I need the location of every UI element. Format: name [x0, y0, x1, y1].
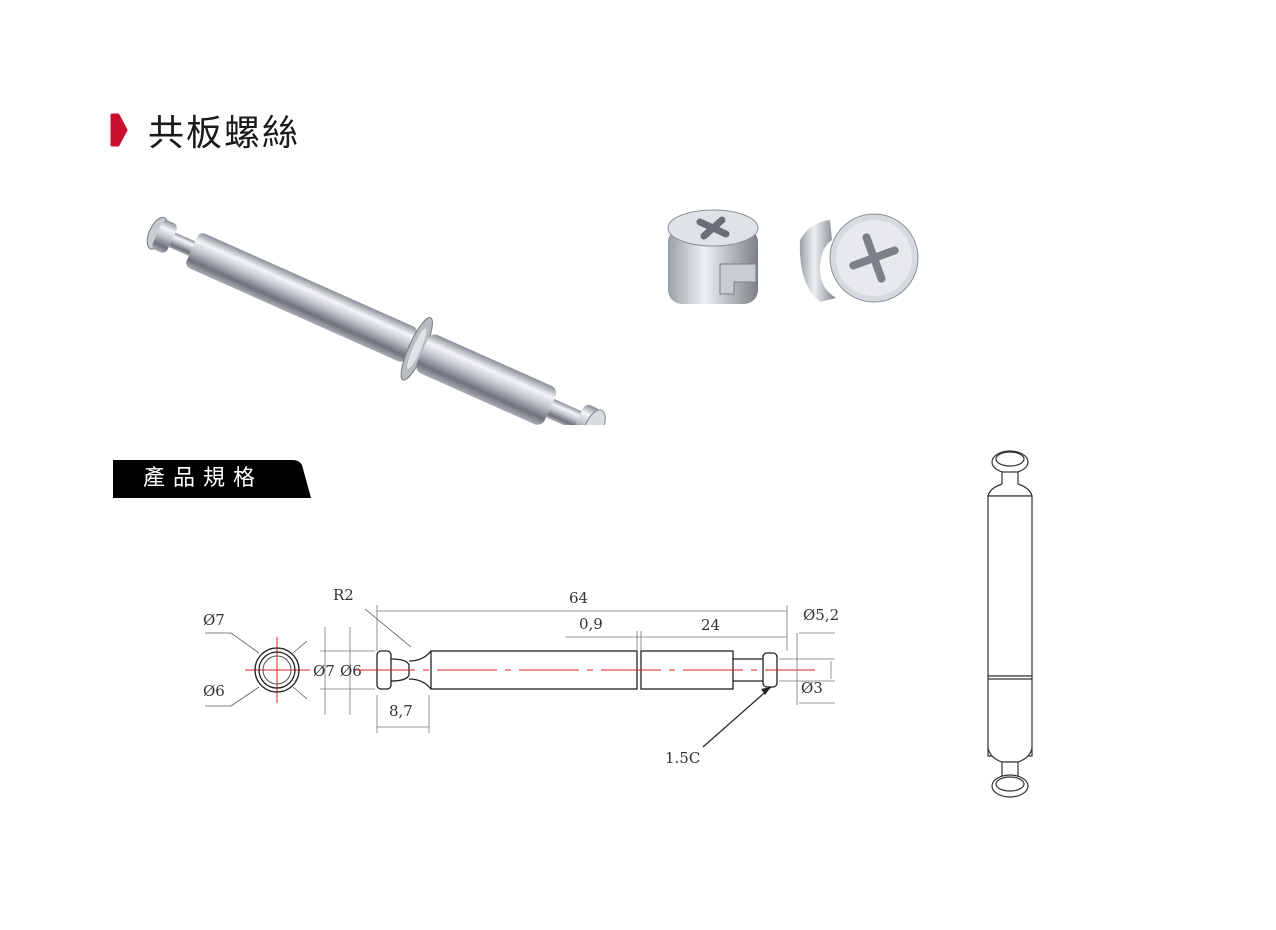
spec-section-label: 產品規格: [143, 466, 264, 491]
dowel-photo: [146, 216, 606, 425]
gap-label: 0,9: [579, 615, 603, 633]
chamfer-label: 1.5C: [665, 749, 700, 767]
red-bullet-icon: [110, 113, 128, 147]
end-view-outer-label: Ø7: [203, 611, 225, 629]
head-length-label: 8,7: [389, 702, 413, 720]
dowel-outline-vertical: [987, 450, 1033, 798]
spec-section-badge: 產品規格: [113, 460, 313, 498]
end-view: Ø7 Ø6: [203, 611, 310, 707]
cam-lock-photo: [667, 209, 919, 304]
neck-diameter-label: Ø3: [801, 679, 823, 697]
radius-label: R2: [333, 586, 354, 604]
inner-diameter-label: Ø6: [340, 662, 362, 680]
page-header: 共板螺絲: [110, 106, 300, 154]
tip-diameter-label: Ø5,2: [803, 606, 839, 624]
overall-length-label: 64: [569, 589, 588, 607]
outer-diameter-label: Ø7: [313, 662, 335, 680]
page-title: 共板螺絲: [148, 113, 301, 154]
technical-drawing: Ø7 Ø6 Ø7 Ø6 64 0,9 24 R2 8,7 Ø5,2 Ø3: [203, 586, 839, 767]
segment-length-label: 24: [701, 616, 720, 634]
end-view-inner-label: Ø6: [203, 682, 225, 700]
